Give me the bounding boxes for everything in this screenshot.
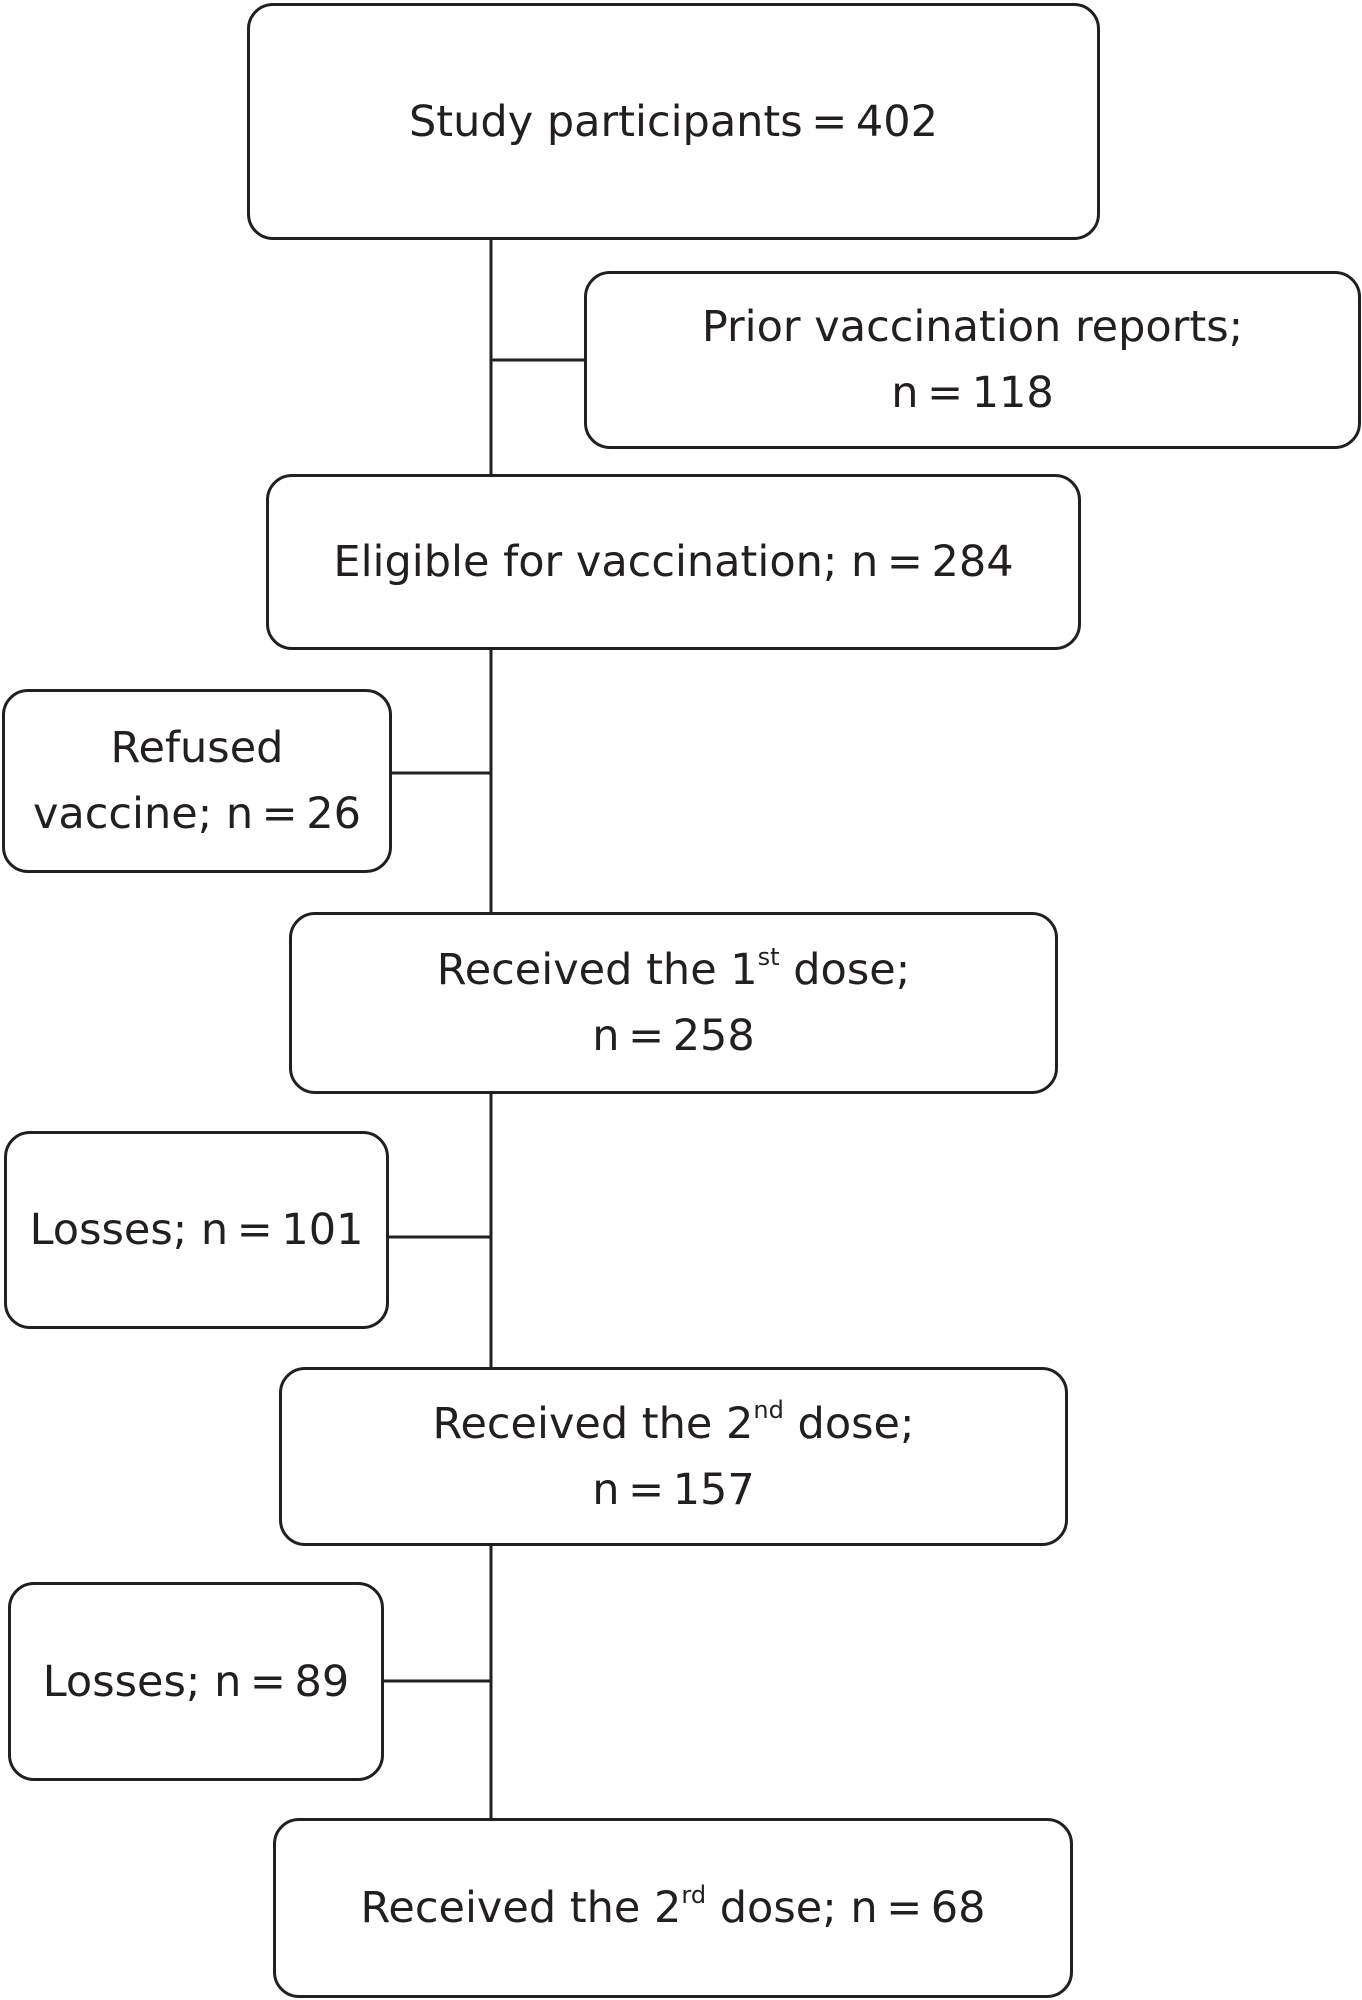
second-dose-label-pre: Received the 2 (432, 1398, 754, 1449)
losses-first-box: Losses; n = 101 (4, 1131, 389, 1329)
losses-first-label: Losses; n = 101 (29, 1205, 364, 1255)
prior-vaccination-count: n = 118 (891, 368, 1054, 418)
refused-label: Refused (110, 723, 284, 773)
prior-vaccination-box: Prior vaccination reports; n = 118 (584, 271, 1361, 449)
refused-count: vaccine; n = 26 (32, 789, 362, 839)
second-dose-count: n = 157 (592, 1464, 755, 1515)
first-dose-box: Received the 1st dose; n = 258 (289, 912, 1058, 1094)
third-dose-label: Received the 2rd dose; n = 68 (360, 1875, 985, 1941)
refused-box: Refused vaccine; n = 26 (2, 689, 392, 873)
third-dose-ordinal: rd (681, 1880, 707, 1909)
eligible-box: Eligible for vaccination; n = 284 (266, 474, 1081, 650)
third-dose-box: Received the 2rd dose; n = 68 (273, 1818, 1073, 1998)
first-dose-ordinal: st (757, 942, 780, 971)
second-dose-label-post: dose; (783, 1398, 915, 1449)
losses-second-label: Losses; n = 89 (42, 1656, 350, 1707)
third-dose-label-post: dose; n = 68 (706, 1883, 986, 1933)
losses-second-box: Losses; n = 89 (8, 1582, 384, 1781)
study-participants-box: Study participants = 402 (247, 3, 1100, 240)
second-dose-box: Received the 2nd dose; n = 157 (279, 1367, 1068, 1546)
first-dose-label-pre: Received the 1 (436, 945, 758, 995)
second-dose-label: Received the 2nd dose; (433, 1391, 915, 1457)
second-dose-ordinal: nd (753, 1396, 784, 1425)
third-dose-label-pre: Received the 2 (360, 1883, 682, 1933)
study-participants-label: Study participants = 402 (409, 96, 938, 147)
first-dose-label-post: dose; (779, 945, 911, 995)
prior-vaccination-label: Prior vaccination reports; (701, 302, 1244, 352)
first-dose-count: n = 258 (592, 1011, 755, 1061)
first-dose-label: Received the 1st dose; (437, 937, 910, 1003)
eligible-label: Eligible for vaccination; n = 284 (333, 537, 1014, 587)
